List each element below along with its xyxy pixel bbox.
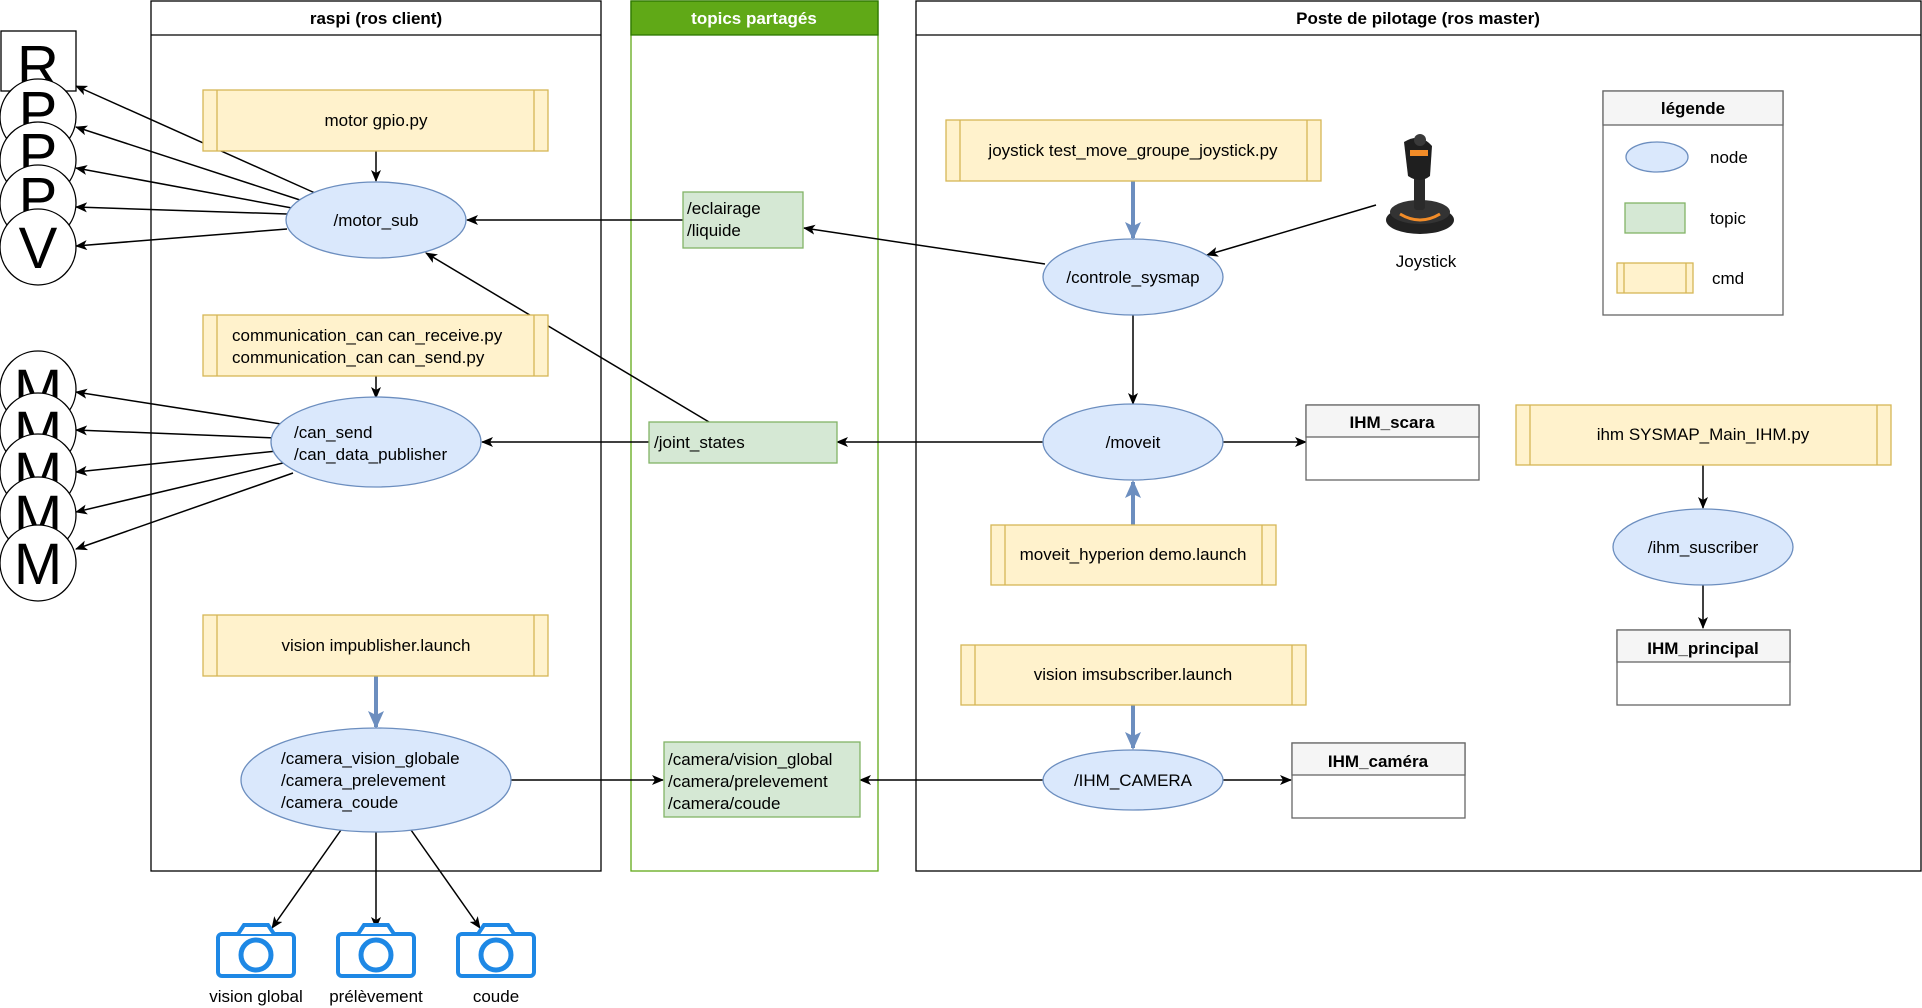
camera-vision-global: vision global — [209, 923, 303, 1006]
topic-joint-states-label: /joint_states — [654, 433, 745, 452]
node-moveit: /moveit — [1042, 403, 1224, 481]
node-ihm-suscriber-label: /ihm_suscriber — [1648, 538, 1759, 557]
topic-joint-states: /joint_states — [648, 421, 838, 464]
connectors — [75, 85, 1708, 929]
cmd-vision-impublisher: vision impublisher.launch — [202, 614, 549, 677]
node-camera-vision-globale-label: /camera_vision_globale — [281, 749, 460, 768]
actuator-m5-label: M — [14, 532, 62, 597]
legend-topic-swatch — [1624, 202, 1686, 234]
node-ihm-camera-label: /IHM_CAMERA — [1074, 771, 1193, 790]
node-camera-prelevement-label: /camera_prelevement — [281, 771, 446, 790]
cmd-ihm-main: ihm SYSMAP_Main_IHM.py — [1515, 404, 1892, 466]
edge-can-to-m5 — [75, 472, 294, 551]
actuator-m5: M — [0, 524, 77, 602]
node-controle-sysmap: /controle_sysmap — [1042, 238, 1224, 316]
edge-joint-states-to-motor-sub — [425, 252, 710, 423]
legend-node-label: node — [1710, 148, 1748, 167]
cmd-moveit-hyperion: moveit_hyperion demo.launch — [990, 524, 1277, 586]
node-can-data-publisher-label: /can_data_publisher — [294, 445, 447, 464]
ihm-camera-box: IHM_caméra — [1291, 742, 1466, 819]
edge-camera-node-to-cam3 — [410, 829, 481, 929]
ihm-principal-box: IHM_principal — [1616, 629, 1791, 706]
node-can: /can_send /can_data_publisher — [270, 396, 482, 488]
cmd-vision-imsubscriber: vision imsubscriber.launch — [960, 644, 1307, 706]
lane-poste: Poste de pilotage (ros master) — [915, 0, 1922, 872]
node-controle-sysmap-label: /controle_sysmap — [1066, 268, 1199, 287]
camera-prelevement: prélèvement — [329, 923, 423, 1006]
edge-can-to-m4 — [75, 462, 284, 515]
legend-topic-label: topic — [1710, 209, 1746, 228]
topic-camera-vision-global-label: /camera/vision_global — [668, 750, 832, 769]
actuator-v: V — [0, 208, 77, 286]
node-moveit-label: /moveit — [1106, 433, 1161, 452]
camera-icon — [336, 923, 416, 978]
joystick: Joystick — [1386, 134, 1457, 271]
edge-camera-node-to-cam1 — [271, 829, 342, 929]
camera-coude: coude — [456, 923, 536, 1006]
lane-poste-title: Poste de pilotage (ros master) — [1296, 9, 1540, 28]
cmd-motor-gpio: motor gpio.py — [202, 89, 549, 152]
cmd-can-send-label: communication_can can_send.py — [232, 348, 485, 367]
cmd-ihm-main-label: ihm SYSMAP_Main_IHM.py — [1597, 425, 1810, 444]
legend-cmd-swatch — [1616, 262, 1694, 294]
node-ihm-camera: /IHM_CAMERA — [1042, 749, 1224, 811]
actuator-v-label: V — [19, 216, 58, 281]
camera-prelevement-label: prélèvement — [329, 987, 423, 1006]
cmd-communication-can: communication_can can_receive.py communi… — [202, 314, 549, 377]
topic-camera-coude-label: /camera/coude — [668, 794, 780, 813]
ihm-scara-box: IHM_scara — [1305, 404, 1480, 481]
legend-title: légende — [1661, 99, 1725, 118]
node-camera-coude-label: /camera_coude — [281, 793, 398, 812]
actuators-bottom: M M M M M — [0, 350, 77, 602]
ihm-principal-title: IHM_principal — [1647, 639, 1758, 658]
cmd-vision-impublisher-label: vision impublisher.launch — [282, 636, 471, 655]
topic-eclairage-liquide: /eclairage /liquide — [682, 191, 804, 249]
edge-motor-sub-to-p1 — [75, 125, 301, 201]
edge-motor-sub-to-p2 — [75, 165, 293, 209]
legend-node-swatch — [1625, 141, 1689, 173]
topic-eclairage-label: /eclairage — [687, 199, 761, 218]
cmd-motor-gpio-label: motor gpio.py — [325, 111, 428, 130]
topic-liquide-label: /liquide — [687, 221, 741, 240]
edge-controle-to-eclairage — [803, 224, 1046, 265]
cmd-can-receive-label: communication_can can_receive.py — [232, 326, 503, 345]
cmd-moveit-hyperion-label: moveit_hyperion demo.launch — [1020, 545, 1247, 564]
lane-raspi-title: raspi (ros client) — [310, 9, 442, 28]
node-camera: /camera_vision_globale /camera_preleveme… — [240, 727, 512, 833]
actuators-top: R P P P V — [0, 30, 77, 286]
cmd-joystick-label: joystick test_move_groupe_joystick.py — [987, 141, 1278, 160]
camera-vision-global-label: vision global — [209, 987, 303, 1006]
edge-joystick-to-controle — [1206, 204, 1377, 257]
lane-topics: topics partagés — [630, 0, 879, 872]
legend: légende node topic cmd — [1602, 90, 1784, 316]
edge-can-to-m2 — [75, 425, 277, 439]
node-ihm-suscriber: /ihm_suscriber — [1612, 508, 1794, 586]
cmd-vision-imsubscriber-label: vision imsubscriber.launch — [1034, 665, 1232, 684]
topic-camera: /camera/vision_global /camera/prelevemen… — [663, 741, 861, 818]
edge-motor-sub-to-p3 — [75, 202, 288, 215]
node-motor-sub: /motor_sub — [285, 181, 467, 259]
ihm-scara-title: IHM_scara — [1349, 413, 1435, 432]
cmd-joystick: joystick test_move_groupe_joystick.py — [945, 119, 1322, 182]
topic-camera-prelevement-label: /camera/prelevement — [668, 772, 828, 791]
joystick-icon — [1386, 134, 1454, 234]
edge-motor-sub-to-r — [75, 85, 316, 194]
camera-icon — [216, 923, 296, 978]
ihm-camera-title: IHM_caméra — [1328, 752, 1429, 771]
edge-can-to-m3 — [75, 450, 278, 476]
camera-coude-label: coude — [473, 987, 519, 1006]
edge-motor-sub-to-v — [75, 228, 288, 251]
node-motor-sub-label: /motor_sub — [333, 211, 418, 230]
lane-topics-title: topics partagés — [691, 9, 817, 28]
camera-icon — [456, 923, 536, 978]
node-can-send-label: /can_send — [294, 423, 372, 442]
joystick-label: Joystick — [1396, 252, 1457, 271]
legend-cmd-label: cmd — [1712, 269, 1744, 288]
edge-can-to-m1 — [75, 388, 282, 425]
